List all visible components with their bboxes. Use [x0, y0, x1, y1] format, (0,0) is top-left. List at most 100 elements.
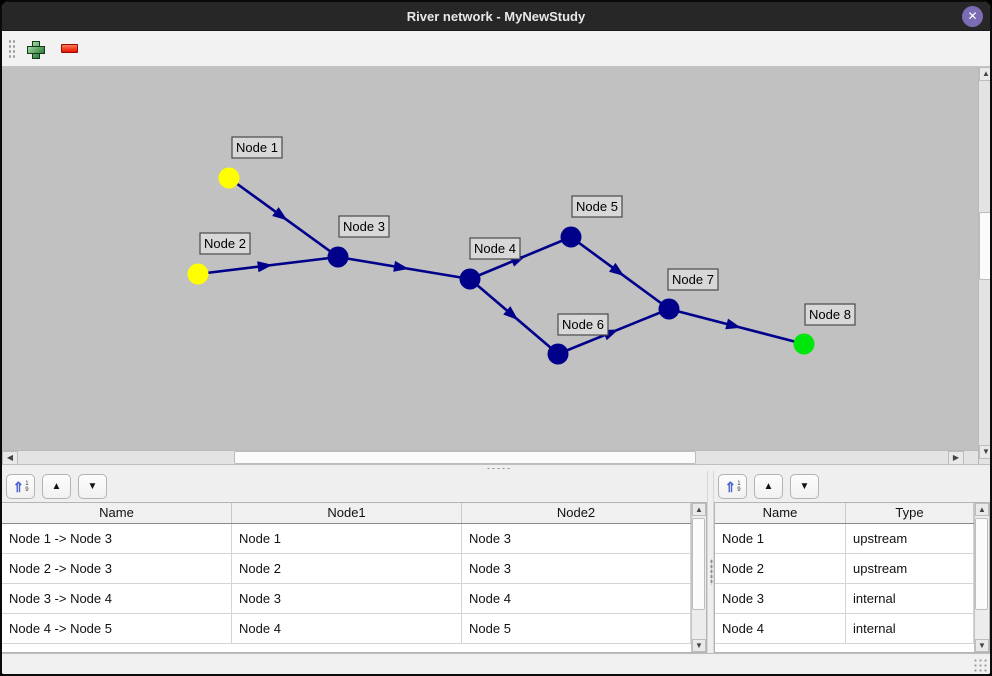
scroll-left-icon[interactable]: ◀	[2, 451, 18, 465]
node-label-text: Node 2	[204, 236, 246, 251]
toolbar-drag-handle[interactable]	[8, 37, 16, 60]
triangle-down-icon: ▼	[87, 481, 98, 492]
column-header-node2[interactable]: Node2	[462, 503, 691, 523]
scroll-down-icon[interactable]: ▼	[979, 445, 990, 459]
main-toolbar	[2, 31, 990, 67]
node-node7[interactable]	[658, 298, 680, 320]
horizontal-splitter[interactable]	[2, 464, 990, 471]
status-bar	[2, 653, 990, 674]
node-node3[interactable]	[327, 246, 349, 268]
node-label-text: Node 1	[236, 140, 278, 155]
table-cell[interactable]: Node 1 -> Node 3	[2, 524, 232, 553]
scroll-up-icon[interactable]: ▲	[975, 503, 989, 516]
titlebar: River network - MyNewStudy ✕	[2, 2, 990, 31]
node-label-box-node1[interactable]	[231, 136, 283, 159]
window-title: River network - MyNewStudy	[406, 8, 586, 24]
move-down-button[interactable]: ▼	[78, 474, 107, 499]
node-node1[interactable]	[218, 167, 240, 189]
node-label-text: Node 8	[809, 307, 851, 322]
table-cell[interactable]: upstream	[846, 554, 974, 583]
nodes-table-scrollbar[interactable]: ▲ ▼	[974, 503, 989, 652]
vertical-scroll-thumb[interactable]	[979, 212, 990, 280]
node-node8[interactable]	[793, 333, 815, 355]
resize-grip-icon[interactable]	[973, 658, 987, 672]
canvas-horizontal-scrollbar[interactable]: ◀ ▶	[2, 450, 978, 465]
reaches-table-scrollbar[interactable]: ▲ ▼	[691, 503, 706, 652]
scroll-down-icon[interactable]: ▼	[975, 639, 989, 652]
column-header-type[interactable]: Type	[846, 503, 974, 523]
table-scroll-thumb[interactable]	[692, 518, 705, 610]
move-up-button[interactable]: ▲	[42, 474, 71, 499]
node-node6[interactable]	[547, 343, 569, 365]
vertical-splitter[interactable]	[707, 471, 714, 653]
table-cell[interactable]: Node 4	[715, 614, 846, 643]
node-node4[interactable]	[459, 268, 481, 290]
node-label-box-node7[interactable]	[667, 268, 719, 291]
add-button[interactable]	[22, 36, 48, 62]
node-label-box-node6[interactable]	[557, 313, 609, 336]
table-cell[interactable]: Node 2	[232, 554, 462, 583]
scroll-right-icon[interactable]: ▶	[948, 451, 964, 465]
close-button[interactable]: ✕	[962, 6, 983, 27]
scroll-down-icon[interactable]: ▼	[692, 639, 706, 652]
edge-arrow-icon	[272, 207, 288, 221]
table-cell[interactable]: Node 1	[232, 524, 462, 553]
table-cell[interactable]: Node 5	[462, 614, 691, 643]
triangle-up-icon: ▲	[51, 481, 62, 492]
node-label-box-node8[interactable]	[804, 303, 856, 326]
table-cell[interactable]: upstream	[846, 524, 974, 553]
column-header-node1[interactable]: Node1	[232, 503, 462, 523]
column-header-name[interactable]: Name	[715, 503, 846, 523]
node-label-box-node3[interactable]	[338, 215, 390, 238]
move-down-button[interactable]: ▼	[790, 474, 819, 499]
table-cell[interactable]: Node 3 -> Node 4	[2, 584, 232, 613]
node-label-box-node4[interactable]	[469, 237, 521, 260]
move-up-button[interactable]: ▲	[754, 474, 783, 499]
table-cell[interactable]: Node 3	[232, 584, 462, 613]
table-cell[interactable]: Node 3	[462, 554, 691, 583]
node-label-text: Node 3	[343, 219, 385, 234]
scroll-up-icon[interactable]: ▲	[979, 67, 990, 81]
column-header-name[interactable]: Name	[2, 503, 232, 523]
table-cell[interactable]: internal	[846, 614, 974, 643]
node-label-box-node5[interactable]	[571, 195, 623, 218]
table-cell[interactable]: Node 2 -> Node 3	[2, 554, 232, 583]
horizontal-scroll-thumb[interactable]	[234, 451, 696, 464]
node-node5[interactable]	[560, 226, 582, 248]
table-cell[interactable]: Node 1	[715, 524, 846, 553]
table-cell[interactable]: Node 4	[232, 614, 462, 643]
table-cell[interactable]: Node 4	[462, 584, 691, 613]
table-cell[interactable]: Node 2	[715, 554, 846, 583]
edge-arrow-icon	[725, 318, 742, 330]
table-scroll-thumb[interactable]	[975, 518, 988, 610]
node-label-box-node2[interactable]	[199, 232, 251, 255]
red-minus-icon	[60, 44, 78, 53]
table-cell[interactable]: Node 4 -> Node 5	[2, 614, 232, 643]
remove-button[interactable]	[56, 36, 82, 62]
table-cell[interactable]: Node 3	[462, 524, 691, 553]
node-node2[interactable]	[187, 263, 209, 285]
triangle-down-icon: ▼	[799, 481, 810, 492]
table-cell[interactable]: Node 3	[715, 584, 846, 613]
canvas-vertical-scrollbar[interactable]: ▲ ▼	[978, 67, 990, 464]
table-cell[interactable]: internal	[846, 584, 974, 613]
scroll-up-icon[interactable]: ▲	[692, 503, 706, 516]
